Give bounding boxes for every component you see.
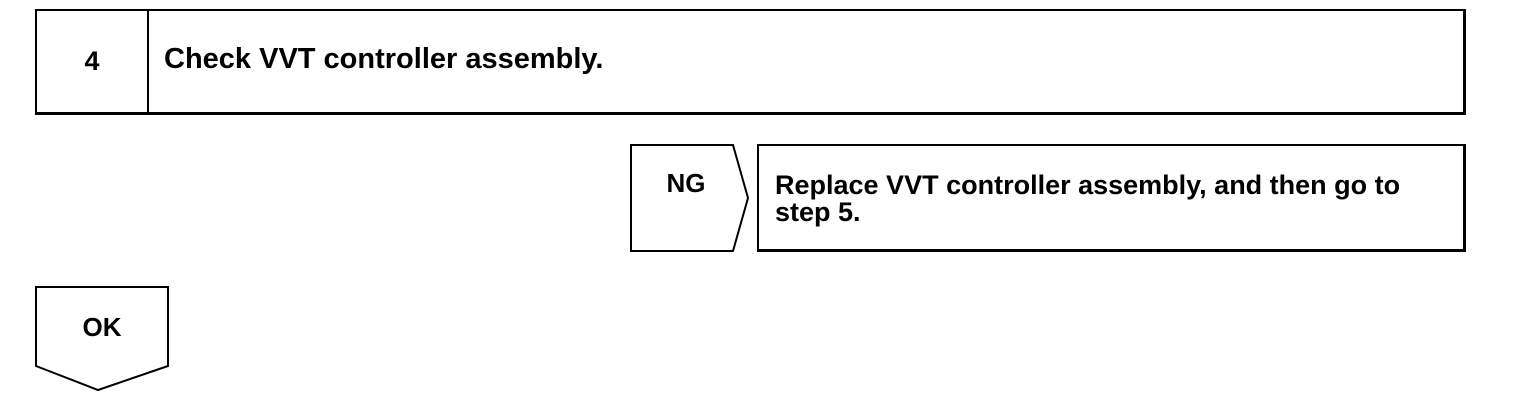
ok-label: OK [82,312,122,342]
ok-arrow-shape [35,286,169,392]
ng-label: NG [666,168,706,198]
step-number: 4 [37,11,149,112]
step-title: Check VVT controller assembly. [164,43,604,75]
ng-arrow-shape [630,144,750,252]
step-header-box: 4 Check VVT controller assembly. [35,9,1466,115]
ng-action-text: Replace VVT controller assembly, and the… [775,170,1401,227]
ng-action-box: Replace VVT controller assembly, and the… [757,144,1466,252]
